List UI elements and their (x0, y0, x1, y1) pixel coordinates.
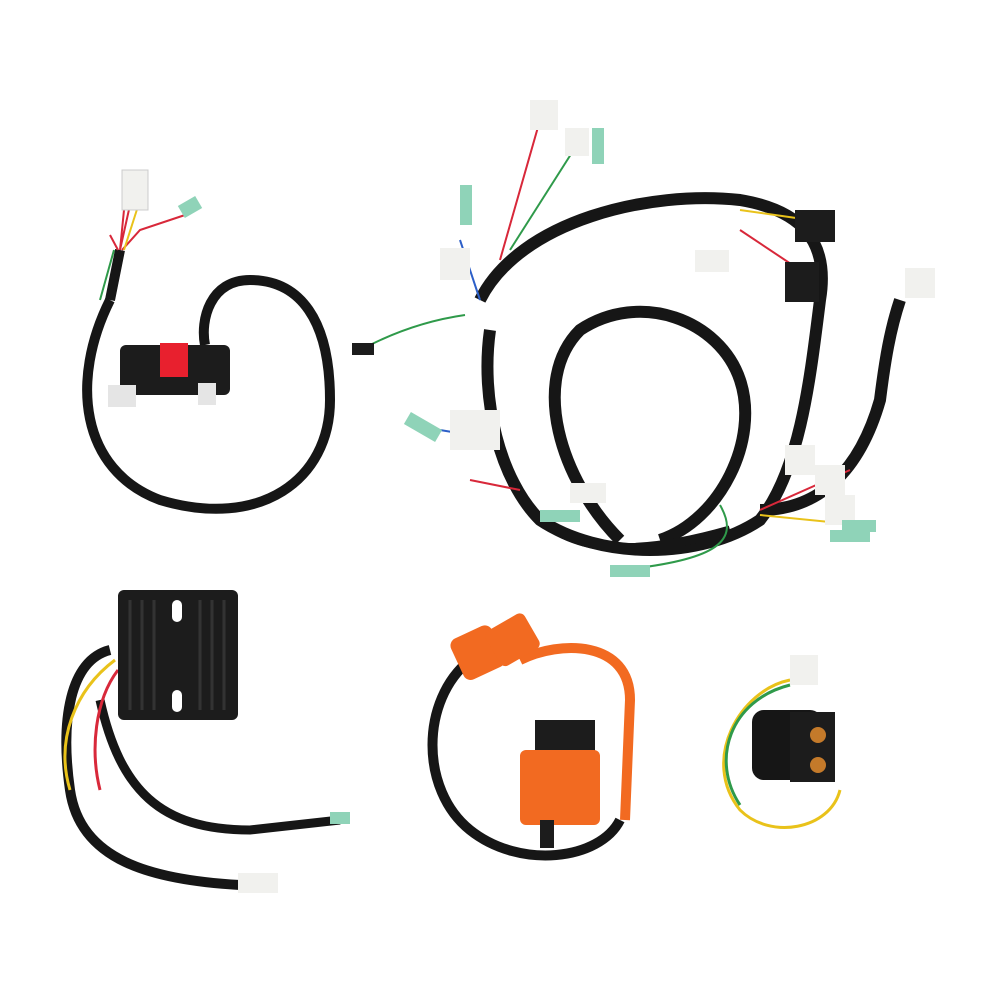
starter-relay (722, 655, 842, 829)
main-wiring-harness (352, 100, 935, 577)
ignition-coil (427, 613, 636, 861)
kill-switch-button-icon (160, 343, 188, 377)
voltage-regulator (61, 590, 350, 893)
handlebar-switch (82, 169, 336, 514)
